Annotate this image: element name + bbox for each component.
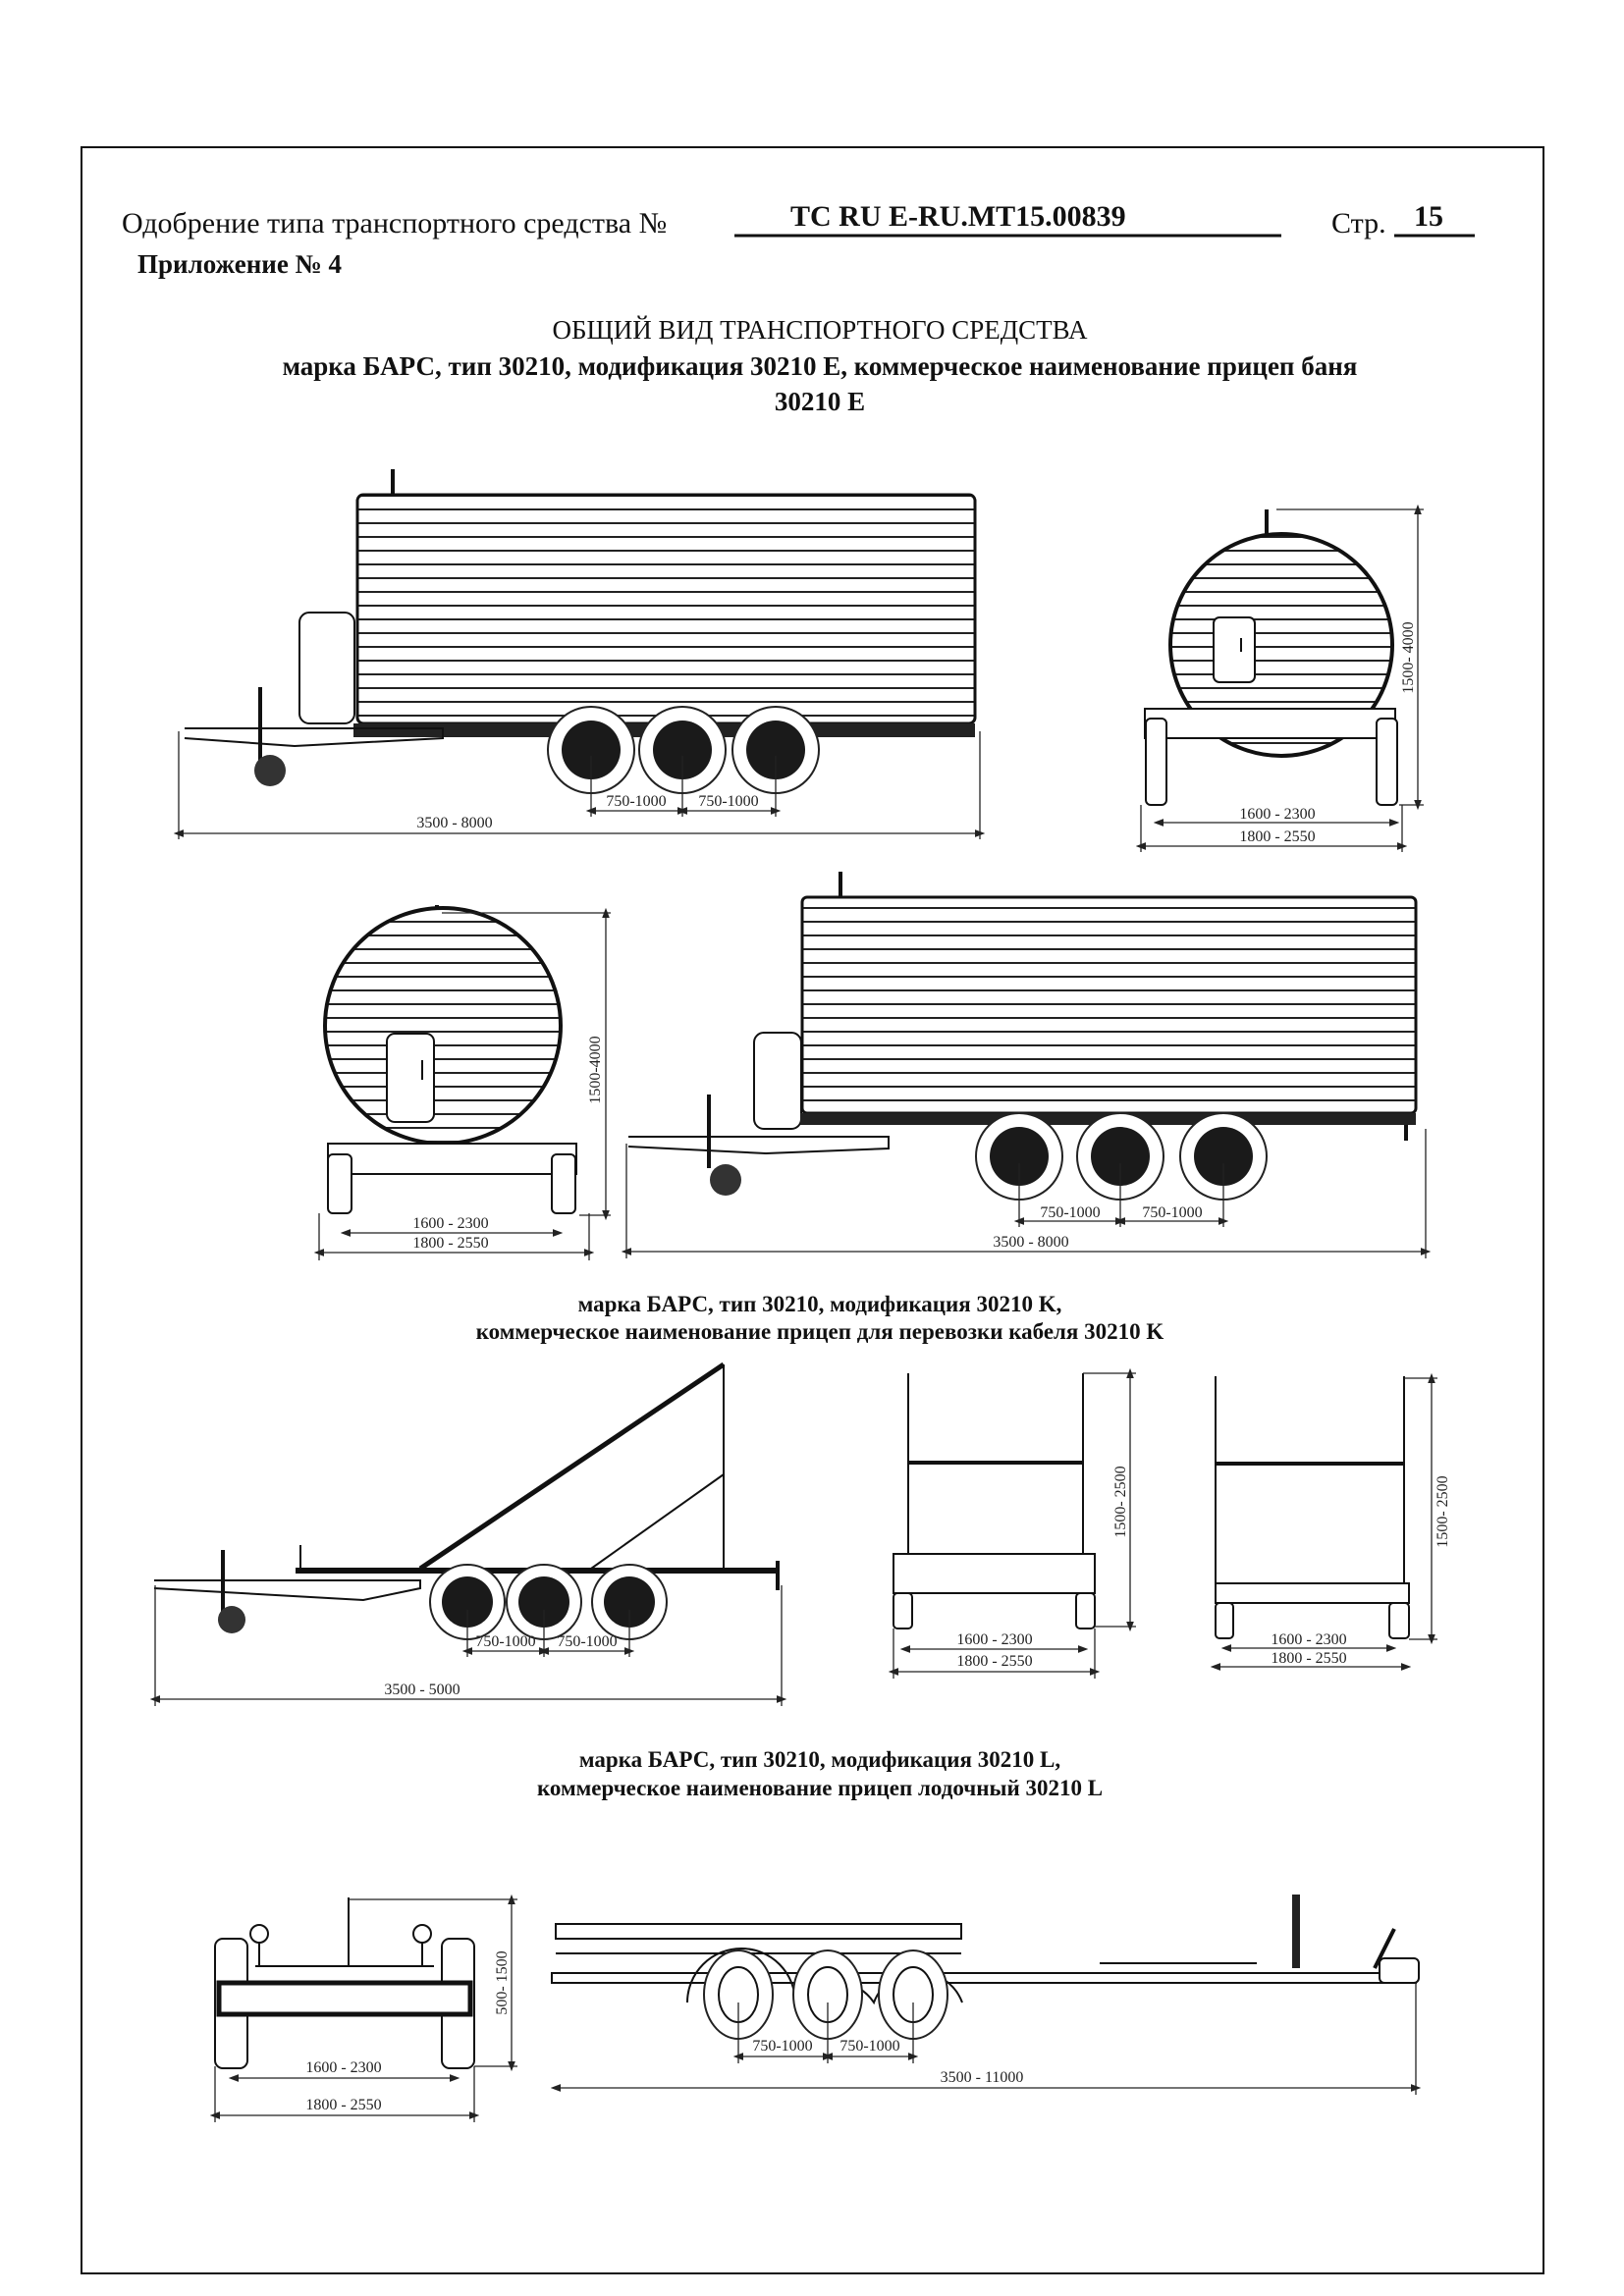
width-label: 1800 - 2550 xyxy=(1239,828,1315,845)
section-k-title-line1: марка БАРС, тип 30210, модификация 30210… xyxy=(578,1292,1062,1316)
document-title: ОБЩИЙ ВИД ТРАНСПОРТНОГО СРЕДСТВА xyxy=(553,315,1088,345)
section-e-title-line2: 30210 E xyxy=(775,387,865,416)
approval-label: Одобрение типа транспортного средства № xyxy=(122,207,667,240)
k-rear-view-1: 1500- 2500 1600 - 2300 1800 - 2550 xyxy=(888,1367,1136,1679)
section-k-title-line2: коммерческое наименование прицеп для пер… xyxy=(476,1319,1164,1344)
k-side-view: 750-1000 750-1000 3500 - 5000 xyxy=(149,1362,787,1706)
l-rear-view: 500- 1500 1600 - 2300 1800 - 2550 xyxy=(209,1894,517,2122)
track-label: 1600 - 2300 xyxy=(1271,1631,1346,1648)
axle-spacing-label: 750-1000 xyxy=(698,793,758,810)
axle-spacing-label: 750-1000 xyxy=(752,2038,812,2055)
e-rear-view-1: 1500- 4000 1600 - 2300 1800 - 2550 xyxy=(1135,504,1424,852)
width-label: 1800 - 2550 xyxy=(956,1653,1032,1670)
e-side-view-1: 750-1000 750-1000 3500 - 8000 xyxy=(173,469,986,839)
overall-length-label: 3500 - 11000 xyxy=(941,2069,1024,2086)
axle-spacing-label: 750-1000 xyxy=(606,793,666,810)
page-number: 15 xyxy=(1414,200,1443,233)
height-label: 1500-4000 xyxy=(587,1036,604,1103)
track-label: 1600 - 2300 xyxy=(412,1215,488,1232)
width-label: 1800 - 2550 xyxy=(412,1235,488,1252)
section-e-title-line1: марка БАРС, тип 30210, модификация 30210… xyxy=(283,351,1358,381)
document-header: Одобрение типа транспортного средства № … xyxy=(122,200,1475,416)
track-label: 1600 - 2300 xyxy=(305,2059,381,2076)
e-rear-view-2: 1500-4000 1600 - 2300 1800 - 2550 xyxy=(313,905,611,1260)
axle-spacing-label: 750-1000 xyxy=(475,1633,535,1650)
axle-spacing-label: 750-1000 xyxy=(1040,1204,1100,1221)
track-label: 1600 - 2300 xyxy=(1239,806,1315,823)
axle-spacing-label: 750-1000 xyxy=(1142,1204,1202,1221)
section-l-title-line2: коммерческое наименование прицеп лодочны… xyxy=(537,1776,1103,1800)
axle-spacing-label: 750-1000 xyxy=(839,2038,899,2055)
appendix-label: Приложение № 4 xyxy=(137,249,342,279)
section-l-title-line1: марка БАРС, тип 30210, модификация 30210… xyxy=(579,1747,1060,1772)
l-side-view: 750-1000 750-1000 3500 - 11000 xyxy=(550,1895,1422,2095)
track-label: 1600 - 2300 xyxy=(956,1631,1032,1648)
approval-number: TC RU E-RU.MT15.00839 xyxy=(790,200,1126,233)
height-label: 1500- 2500 xyxy=(1112,1466,1129,1537)
height-label: 1500- 2500 xyxy=(1435,1475,1451,1547)
page-border xyxy=(81,146,1544,2274)
width-label: 1800 - 2550 xyxy=(305,2097,381,2113)
k-rear-view-2: 1500- 2500 1600 - 2300 1800 - 2550 xyxy=(1210,1372,1451,1671)
axle-spacing-label: 750-1000 xyxy=(557,1633,617,1650)
overall-length-label: 3500 - 5000 xyxy=(384,1682,460,1698)
page-label: Стр. xyxy=(1331,207,1386,240)
e-side-view-2: 750-1000 750-1000 3500 - 8000 xyxy=(621,872,1432,1258)
height-label: 500- 1500 xyxy=(494,1950,511,2014)
overall-length-label: 3500 - 8000 xyxy=(993,1234,1068,1251)
overall-length-label: 3500 - 8000 xyxy=(416,815,492,831)
height-label: 1500- 4000 xyxy=(1400,621,1417,693)
width-label: 1800 - 2550 xyxy=(1271,1650,1346,1667)
